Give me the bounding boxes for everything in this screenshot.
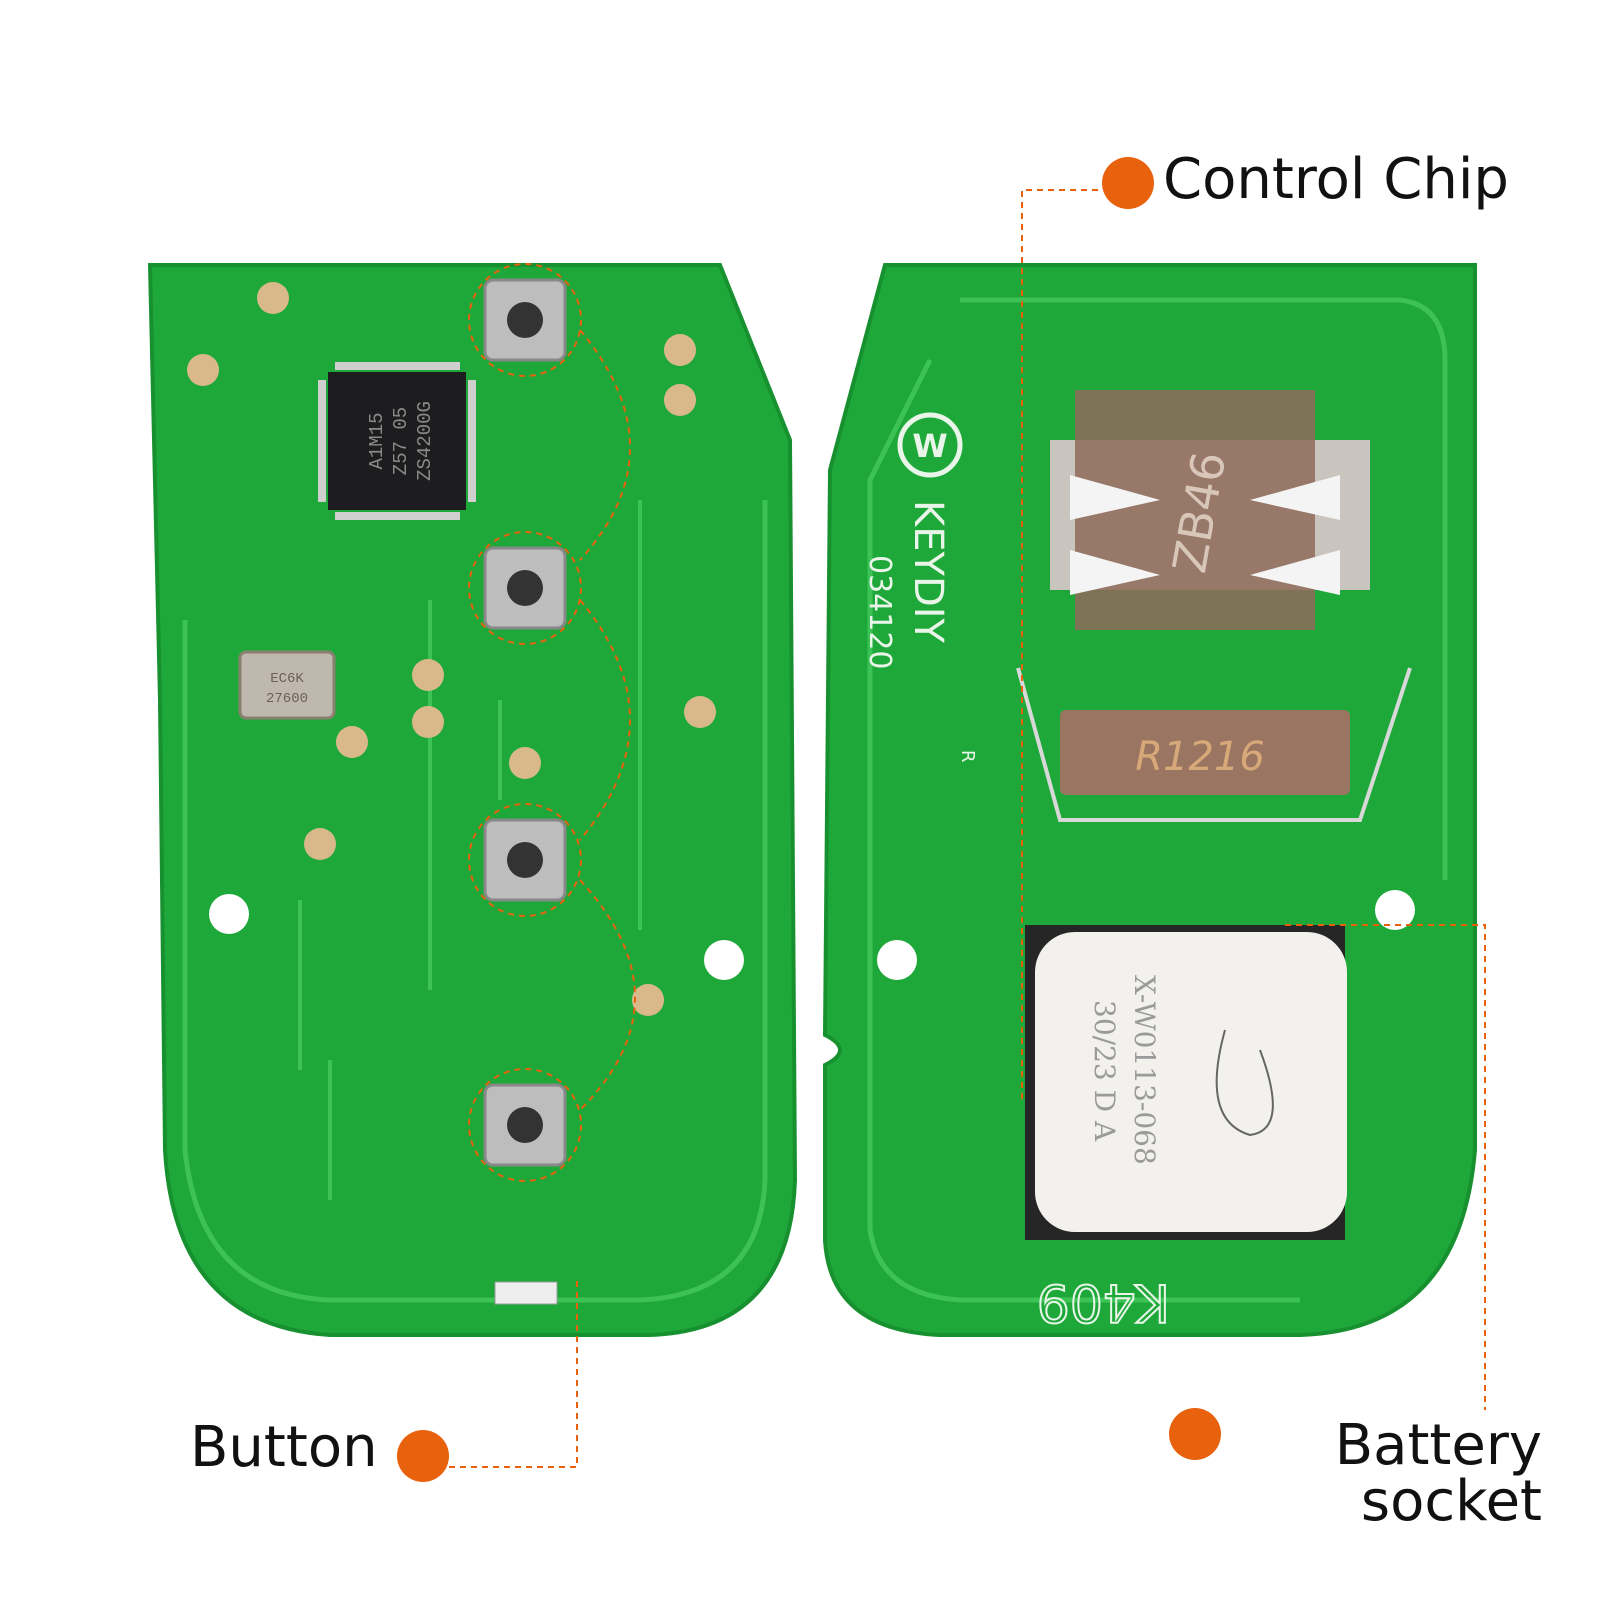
battery-socket-label-line1: Battery	[1334, 1413, 1542, 1478]
button-dot	[397, 1430, 449, 1482]
test-pads	[187, 282, 716, 1016]
mount-hole	[1375, 890, 1415, 930]
battery-socket-label-line2: socket	[1360, 1469, 1542, 1534]
chip-marking: Z57 05	[390, 407, 412, 475]
svg-text:27600: 27600	[266, 691, 308, 707]
brand-text: KEYDIY	[905, 500, 951, 644]
control-chip: A1M15 Z57 05 ZS4200G	[318, 362, 476, 520]
svg-text:X-W0113-068: X-W0113-068	[1128, 975, 1161, 1165]
callout-leaders	[438, 189, 1486, 1468]
battery-socket-dot	[1169, 1408, 1221, 1460]
chip-marking: ZS4200G	[414, 401, 436, 481]
svg-text:EC6K: EC6K	[270, 671, 304, 687]
right-pcb-board: W KEYDIY R 034120 ZB46 R1216 X-W0113-068…	[822, 263, 1477, 1337]
chip-marking: A1M15	[366, 412, 388, 469]
battery-socket-label: Battery socket	[1335, 1418, 1542, 1530]
mount-hole	[209, 894, 249, 934]
svg-text:30/23 D A: 30/23 D A	[1088, 1000, 1121, 1142]
battery-clip: ZB46	[1050, 390, 1370, 630]
rf-module: X-W0113-068 30/23 D A	[1025, 925, 1347, 1240]
crystal-oscillator: EC6K 27600	[238, 650, 336, 720]
module-logo-icon	[1215, 1029, 1274, 1137]
control-chip-label: Control Chip	[1163, 147, 1509, 212]
button-label: Button	[190, 1415, 378, 1480]
svg-text:R: R	[957, 750, 978, 763]
mount-hole	[704, 940, 744, 980]
svg-text:R1216: R1216	[1135, 734, 1265, 780]
serial-number: 034120	[862, 555, 897, 670]
model-number: K409	[1037, 1272, 1170, 1332]
mount-hole	[877, 940, 917, 980]
led	[494, 1281, 558, 1305]
tactile-buttons	[468, 263, 636, 1182]
battery-contact: R1216	[1016, 667, 1412, 822]
control-chip-dot	[1102, 157, 1154, 209]
left-pcb-board: A1M15 Z57 05 ZS4200G EC6K 27600	[147, 263, 798, 1337]
brand-logo: W	[897, 412, 963, 478]
svg-text:W: W	[912, 427, 947, 465]
